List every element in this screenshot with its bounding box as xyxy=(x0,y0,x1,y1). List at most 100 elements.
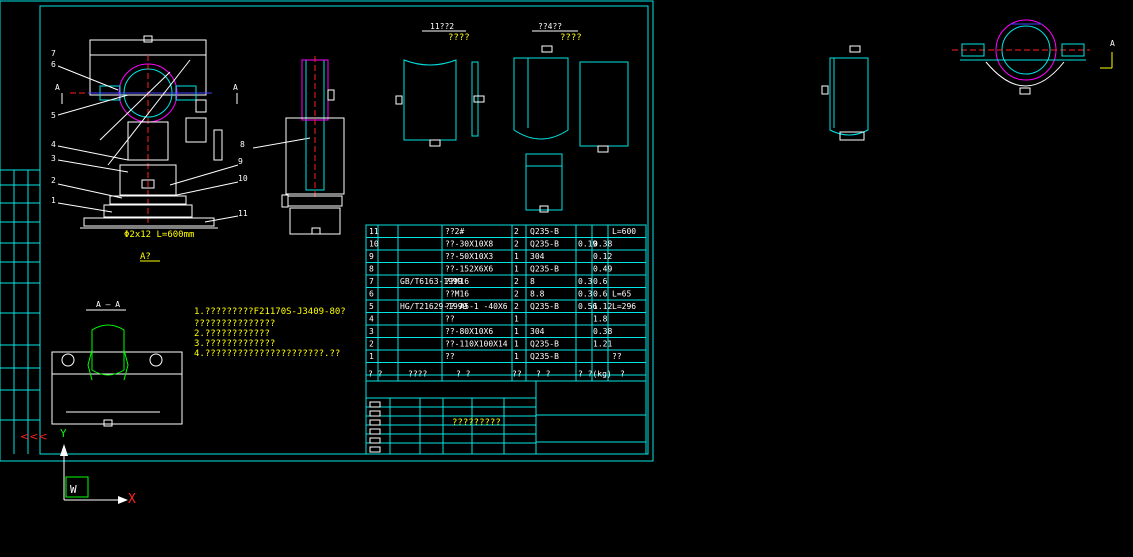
svg-text:<<<: <<< xyxy=(20,430,48,443)
bom-cell: Q235-B xyxy=(530,240,559,249)
callout-11: 11 xyxy=(238,209,248,218)
bom-header-cell: ? ? xyxy=(456,370,471,379)
bom-cell: 8 xyxy=(530,277,535,286)
bom-cell: 1 xyxy=(369,352,374,361)
callout-leaders xyxy=(57,65,311,223)
bom-cell: 9 xyxy=(369,252,374,261)
bom-cell: 11 xyxy=(369,227,379,236)
detail-sublabel-2: ???? xyxy=(560,33,582,43)
callout-5: 5 xyxy=(51,111,56,120)
bom-cell: L=65 xyxy=(612,290,631,299)
callout-2: 2 xyxy=(51,176,56,185)
section-arrow-a-right: A xyxy=(233,83,238,92)
callout-numbers: 7 6 5 4 3 2 1 8 9 10 11 xyxy=(51,49,248,218)
bom-cell: 2 xyxy=(514,277,519,286)
note-4: 4.??????????????????????.?? xyxy=(194,349,340,359)
section-arrow-a-left: A xyxy=(55,83,60,92)
callout-4: 4 xyxy=(51,140,56,149)
bom-cell: 0.6 xyxy=(593,290,608,299)
section-title: A — A xyxy=(96,300,120,309)
bom-cell: ?? xyxy=(445,352,455,361)
bom-cell: 1 xyxy=(514,265,519,274)
detail-parts: 11??2 ???? ??4?? ???? xyxy=(395,22,629,213)
bom-cell: 1 xyxy=(514,315,519,324)
bom-header-cell: ? xyxy=(620,370,625,379)
callout-1: 1 xyxy=(51,196,56,205)
bom-header-cell: ? ? xyxy=(368,370,383,379)
ucs-icon: W Y X xyxy=(60,427,136,507)
bom-cell: 2 xyxy=(369,340,374,349)
bom-cell: 0.3 xyxy=(578,277,593,286)
note-1: 1.?????????F21170S-J3409-80? xyxy=(194,307,346,317)
dimension-note: Φ2x12 L=600mm xyxy=(124,230,194,240)
bom-cell: ??M16 xyxy=(445,290,469,299)
front-view xyxy=(70,35,223,229)
detail-sublabel-1: ???? xyxy=(448,33,470,43)
callout-3: 3 xyxy=(51,154,56,163)
bom-cell: 304 xyxy=(530,327,545,336)
bom-cell: GB/T6163-1999 xyxy=(400,277,463,286)
ucs-w-label: W xyxy=(70,483,77,496)
bom-cell: 1.12 xyxy=(593,302,612,311)
bom-cell: ??-30X10X8 xyxy=(445,240,493,249)
bom-cell: L=296 xyxy=(612,302,636,311)
bom-cell: 0.56 xyxy=(578,302,597,311)
view-label: A? xyxy=(140,252,151,262)
bom-cell: 0.3 xyxy=(578,290,593,299)
bom-cell: Q235-B xyxy=(530,265,559,274)
bom-cell: 7 xyxy=(369,277,374,286)
callout-8: 8 xyxy=(240,140,245,149)
bom-cell: HG/T21629-1999 xyxy=(400,302,468,311)
bom-cell: Q235-B xyxy=(530,352,559,361)
bom-cell: 1.21 xyxy=(593,340,612,349)
bom-cell: 1 xyxy=(514,340,519,349)
section-markers: A A Φ2x12 L=600mm A? xyxy=(55,83,238,262)
note-3: 3.????????????? xyxy=(194,339,275,349)
bom-cell: 0.38 xyxy=(593,327,612,336)
section-arrow-a-far: A xyxy=(1110,39,1115,48)
callout-6: 6 xyxy=(51,60,56,69)
bom-cell: ?? A5-1 -40X6 xyxy=(445,302,508,311)
detail-label-2: ??4?? xyxy=(538,22,562,31)
bom-cell: L=600 xyxy=(612,227,636,236)
bom-header-cell: ? ? xyxy=(536,370,551,379)
bom-cell: 5 xyxy=(369,302,374,311)
bom-cell: 0.12 xyxy=(593,252,612,261)
bom-cell: 1 xyxy=(514,327,519,336)
bom-cell: ??-152X6X6 xyxy=(445,265,493,274)
title-block-name: ????????? xyxy=(452,418,501,428)
section-a-a: A — A xyxy=(51,300,183,427)
bom-cell: 3 xyxy=(369,327,374,336)
bom-header-cell: ???? xyxy=(408,370,427,379)
bom-cell: ??-50X10X3 xyxy=(445,252,493,261)
note-1b: ??????????????? xyxy=(194,319,275,329)
bom-cell: 8.8 xyxy=(530,290,545,299)
bom-cell: 0.6 xyxy=(593,277,608,286)
pipe-clamp-plan-view: A xyxy=(952,19,1115,95)
title-block: ????????? xyxy=(365,380,647,455)
bom-cell: 0.19 xyxy=(578,240,597,249)
detail-label-1: 11??2 xyxy=(430,22,454,31)
note-2: 2.???????????? xyxy=(194,329,270,339)
bom-cell: ?? xyxy=(612,352,622,361)
bom-cell: 8 xyxy=(369,265,374,274)
callout-9: 9 xyxy=(238,157,243,166)
bom-header-cell: ?? xyxy=(512,370,522,379)
bom-cell: Q235-B xyxy=(530,302,559,311)
ucs-x-label: X xyxy=(128,492,136,507)
clamp-detail-right xyxy=(821,45,869,141)
bom-cell: 4 xyxy=(369,315,374,324)
bom-cell: ?? xyxy=(445,315,455,324)
bom-cell: ??-80X10X6 xyxy=(445,327,493,336)
bom-cell: 1.8 xyxy=(593,315,608,324)
bom-cell: 2 xyxy=(514,240,519,249)
callout-7: 7 xyxy=(51,49,56,58)
bom-cell: 2 xyxy=(514,227,519,236)
bom-cell: Q235-B xyxy=(530,227,559,236)
technical-notes: 1.?????????F21170S-J3409-80? ???????????… xyxy=(194,307,346,359)
bom-header-cell: ? ?(kg) xyxy=(578,370,612,379)
bom-cell: 304 xyxy=(530,252,545,261)
bom-cell: ??-110X100X14 xyxy=(445,340,508,349)
